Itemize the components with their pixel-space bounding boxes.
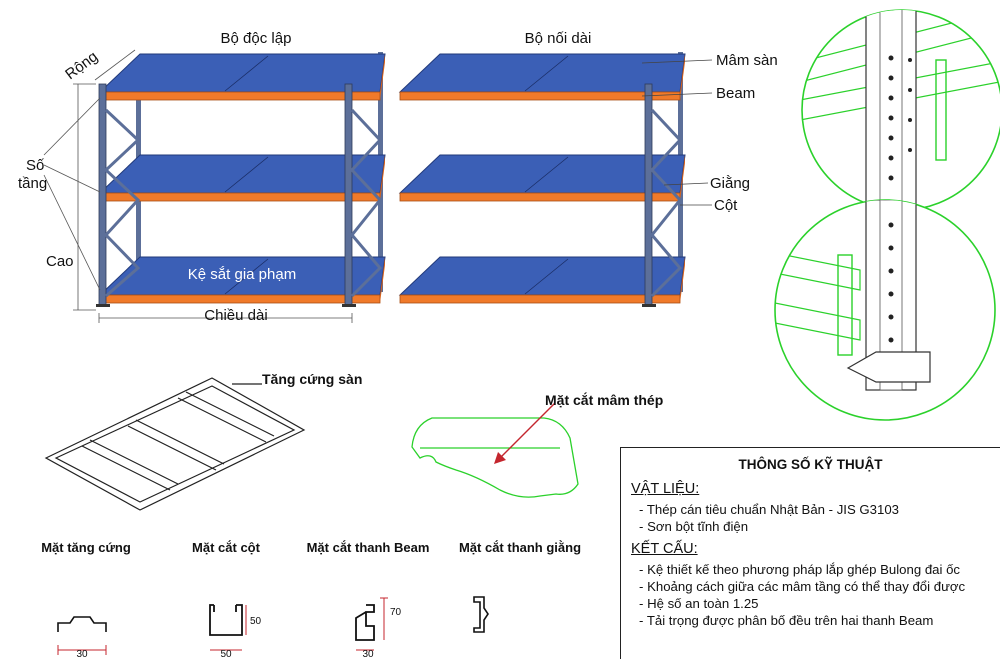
standalone-unit-label: Bộ độc lập — [221, 30, 292, 47]
beam-profile: 70 30 — [355, 597, 402, 659]
material-item: Thép cán tiêu chuẩn Nhật Bản - JIS G3103 — [639, 501, 990, 518]
dim-column-width: 50 — [220, 649, 232, 659]
watermark-label: Kệ sắt gia phạm — [188, 266, 296, 283]
width-label: Rộng — [62, 48, 101, 83]
dimension-lines — [43, 49, 353, 323]
technical-specs-panel: THÔNG SỐ KỸ THUẬT VẬT LIỆU: Thép cán tiê… — [620, 447, 1000, 659]
structure-heading: KẾT CẤU: — [631, 541, 698, 557]
length-label: Chiều dài — [204, 307, 267, 324]
extension-rack — [399, 52, 686, 307]
section-title-beam: Mặt cắt thanh Beam — [307, 540, 430, 555]
material-heading: VẬT LIỆU: — [631, 481, 700, 497]
section-title-column: Mặt cắt cột — [192, 540, 261, 555]
brace-profile — [473, 596, 489, 633]
structure-item: Khoảng cách giữa các mâm tầng có thể tha… — [639, 578, 990, 595]
column-profile: 50 50 — [209, 604, 262, 659]
section-title-brace: Mặt cắt thanh giằng — [459, 540, 581, 555]
deck-section-label: Mặt cắt mâm thép — [545, 391, 663, 408]
detail-circle-top — [801, 9, 1000, 211]
deck-stiffener-label: Tăng cứng sàn — [262, 371, 362, 387]
standalone-rack — [96, 52, 386, 307]
stiffener-profile: 30 — [57, 616, 107, 659]
column-label: Cột — [714, 197, 738, 214]
brace-label: Giằng — [710, 175, 750, 192]
dim-beam-width: 30 — [362, 649, 374, 659]
levels-label-1: Số — [26, 157, 45, 174]
dim-beam-height: 70 — [390, 607, 402, 618]
structure-item: Tải trọng được phân bố đều trên hai than… — [639, 612, 990, 629]
detail-circle-bottom — [774, 199, 996, 421]
material-item: Sơn bột tĩnh điện — [639, 518, 990, 535]
extension-unit-label: Bộ nối dài — [525, 30, 592, 47]
section-title-stiffener: Mặt tăng cứng — [41, 540, 131, 555]
deck-stiffener-drawing — [44, 377, 306, 511]
beam-label: Beam — [716, 85, 755, 102]
levels-label-2: tầng — [18, 175, 47, 192]
deck-section-drawing — [411, 417, 579, 498]
structure-item: Kệ thiết kế theo phương pháp lắp ghép Bu… — [639, 561, 990, 578]
structure-list: Kệ thiết kế theo phương pháp lắp ghép Bu… — [639, 561, 990, 629]
dim-column-depth: 50 — [250, 616, 262, 627]
dim-stiffener-width: 30 — [76, 649, 88, 659]
material-list: Thép cán tiêu chuẩn Nhật Bản - JIS G3103… — [639, 501, 990, 535]
height-label: Cao — [46, 253, 74, 270]
structure-item: Hệ số an toàn 1.25 — [639, 595, 990, 612]
specs-title: THÔNG SỐ KỸ THUẬT — [738, 457, 883, 472]
deck-label: Mâm sàn — [716, 52, 778, 69]
